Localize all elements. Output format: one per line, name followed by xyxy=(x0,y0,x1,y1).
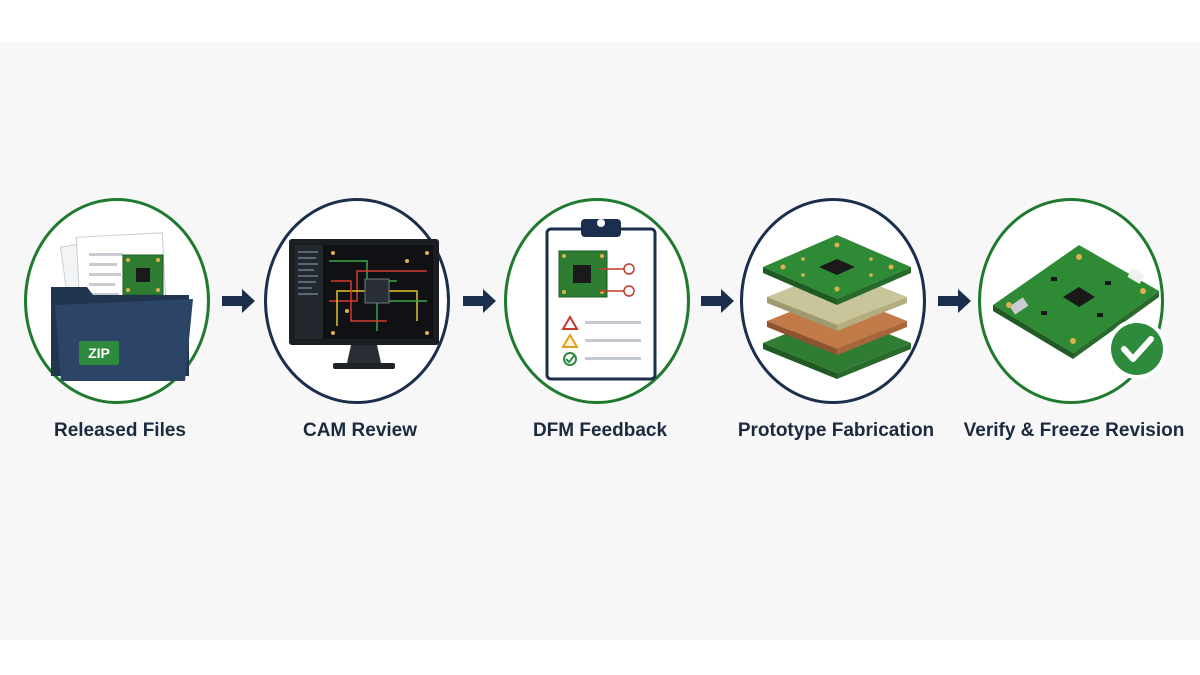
clipboard-checklist-icon xyxy=(545,219,657,381)
step-cam-review: CAM Review xyxy=(264,198,456,458)
step-circle xyxy=(740,198,926,404)
zip-badge-label: ZIP xyxy=(88,345,110,361)
step-label: Released Files xyxy=(53,420,187,441)
step-label: DFM Feedback xyxy=(532,420,668,441)
step-released-files: ZIP Released Files xyxy=(24,198,216,458)
step-circle xyxy=(978,198,1167,404)
step-dfm-feedback: DFM Feedback xyxy=(504,198,696,458)
zip-folder-icon xyxy=(51,232,193,381)
step-circle xyxy=(264,198,450,404)
arrow-right-icon xyxy=(938,289,971,313)
monitor-pcb-icon xyxy=(289,239,439,369)
step-circle xyxy=(504,198,690,404)
step-label: CAM Review xyxy=(302,420,418,441)
arrow-right-icon xyxy=(463,289,496,313)
step-prototype-fabrication: Prototype Fabrication xyxy=(738,198,934,458)
step-label: Prototype Fabrication xyxy=(737,420,935,441)
step-circle: ZIP xyxy=(24,198,210,404)
step-verify-freeze-revision: Verify & Freeze Revision xyxy=(964,198,1184,458)
arrow-right-icon xyxy=(701,289,734,313)
step-label: Verify & Freeze Revision xyxy=(963,420,1185,441)
pcb-layer-stack-icon xyxy=(763,235,911,379)
finished-pcb-check-icon xyxy=(993,245,1167,379)
arrow-right-icon xyxy=(222,289,255,313)
